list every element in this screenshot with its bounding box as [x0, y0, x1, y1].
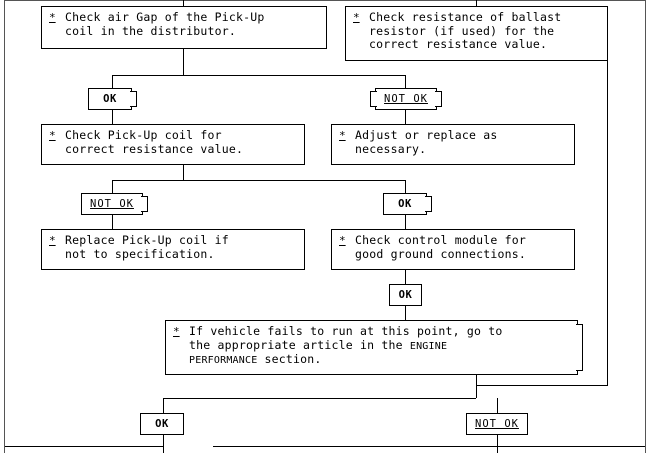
step-text-engine-performance-referral: If vehicle fails to run at this point, g… — [189, 324, 571, 368]
bullet-icon: * — [339, 129, 346, 142]
step-text-check-air-gap: Check air Gap of the Pick-Up coil in the… — [65, 10, 265, 38]
connector-pickup-res-down — [183, 165, 184, 180]
step-text-adjust-or-replace: Adjust or replace as necessary. — [355, 128, 498, 156]
badge-label: OK — [398, 198, 412, 210]
badge-label: NOT OK — [475, 418, 519, 430]
badge-not-ok-bottom-right[interactable]: NOT OK — [466, 413, 528, 435]
step-text-check-ballast-resistor: Check resistance of ballast resistor (if… — [369, 10, 562, 51]
badge-label: NOT OK — [384, 93, 428, 105]
badge-label: OK — [398, 289, 413, 301]
connector-bottom-branch-bar — [163, 398, 476, 399]
badge-ok-after-air-gap[interactable]: OK — [88, 88, 137, 110]
connector-into-ballast-box — [476, 0, 477, 6]
referral-line-2a: the appropriate article in the — [189, 337, 410, 352]
referral-line-3b: section. — [257, 352, 322, 366]
box-tab-right-icon — [576, 324, 583, 371]
connector-referral-down — [476, 375, 477, 385]
step-text-replace-pickup-coil: Replace Pick-Up coil if not to specifica… — [65, 233, 229, 261]
connector-right-bus-to-bottom — [476, 385, 608, 386]
badge-ok-after-adjust[interactable]: OK — [383, 193, 432, 215]
bullet-icon: * — [49, 11, 56, 24]
connector-to-ok-after-air-gap — [112, 75, 113, 88]
bullet-icon: * — [173, 325, 180, 338]
connector-row2-branch-bar — [112, 180, 406, 181]
connector-ok-to-pickup-res-box — [112, 110, 113, 124]
connector-to-ok-bottom-left — [163, 398, 164, 413]
bullet-icon: * — [353, 11, 360, 24]
connector-to-not-ok-after-ballast — [405, 75, 406, 88]
connector-row1-branch-bar — [112, 75, 406, 76]
badge-tab-right-icon — [141, 196, 148, 212]
connector-bottom-left-tail — [5, 446, 163, 447]
step-text-check-pickup-coil-resistance: Check Pick-Up coil for correct resistanc… — [65, 128, 244, 156]
badge-not-ok-after-ballast[interactable]: NOT OK — [370, 88, 442, 110]
step-box-check-control-module-ground: * Check control module for good ground c… — [331, 229, 575, 270]
connector-ballast-right-bus — [607, 61, 608, 385]
connector-ok-to-module-box — [405, 215, 406, 229]
referral-performance-label: PERFORMANCE — [189, 355, 258, 366]
connector-to-not-ok-pickup-res — [112, 180, 113, 193]
bullet-icon: * — [339, 234, 346, 247]
connector-module-down-to-ok — [405, 270, 406, 284]
connector-bottom-bus-drop — [476, 385, 477, 398]
step-box-replace-pickup-coil: * Replace Pick-Up coil if not to specifi… — [41, 229, 305, 270]
connector-bottom-right-tail — [497, 446, 645, 447]
badge-tab-right-icon — [435, 91, 442, 107]
connector-to-not-ok-bottom-right — [497, 398, 498, 413]
page-frame-right-edge — [645, 0, 646, 453]
connector-to-ok-after-adjust — [405, 180, 406, 193]
connector-not-ok-to-replace-box — [112, 215, 113, 229]
connector-into-air-gap-box — [183, 0, 184, 6]
connector-ok-bottom-left-down — [163, 435, 164, 453]
badge-ok-after-module-ground[interactable]: OK — [389, 284, 422, 306]
page-frame-left-edge — [4, 0, 5, 453]
step-box-check-air-gap: * Check air Gap of the Pick-Up coil in t… — [41, 6, 327, 49]
badge-ok-bottom-left[interactable]: OK — [140, 413, 184, 435]
step-box-check-ballast-resistor: * Check resistance of ballast resistor (… — [345, 6, 608, 61]
step-text-check-control-module-ground: Check control module for good ground con… — [355, 233, 526, 261]
connector-not-ok-to-adjust-box — [405, 110, 406, 124]
step-box-engine-performance-referral: * If vehicle fails to run at this point,… — [165, 320, 583, 375]
badge-label: OK — [103, 93, 117, 105]
bullet-icon: * — [49, 129, 56, 142]
connector-air-gap-down — [183, 49, 184, 75]
badge-not-ok-after-pickup-resistance[interactable]: NOT OK — [81, 193, 148, 215]
step-box-check-pickup-coil-resistance: * Check Pick-Up coil for correct resista… — [41, 124, 305, 165]
badge-tab-left-icon — [370, 91, 377, 107]
page-frame-top-edge — [4, 0, 646, 1]
badge-tab-right-icon — [130, 91, 137, 107]
connector-ok-to-referral-box — [405, 306, 406, 320]
badge-label: OK — [155, 418, 169, 430]
referral-line-1: If vehicle fails to run at this point, g… — [189, 324, 503, 338]
referral-engine-label: ENGINE — [409, 340, 448, 352]
connector-not-ok-bottom-right-down — [497, 435, 498, 453]
step-box-adjust-or-replace: * Adjust or replace as necessary. — [331, 124, 575, 165]
connector-bottom-middle-tail — [213, 446, 497, 447]
badge-tab-right-icon — [425, 196, 432, 212]
badge-label: NOT OK — [90, 198, 134, 210]
bullet-icon: * — [49, 234, 56, 247]
